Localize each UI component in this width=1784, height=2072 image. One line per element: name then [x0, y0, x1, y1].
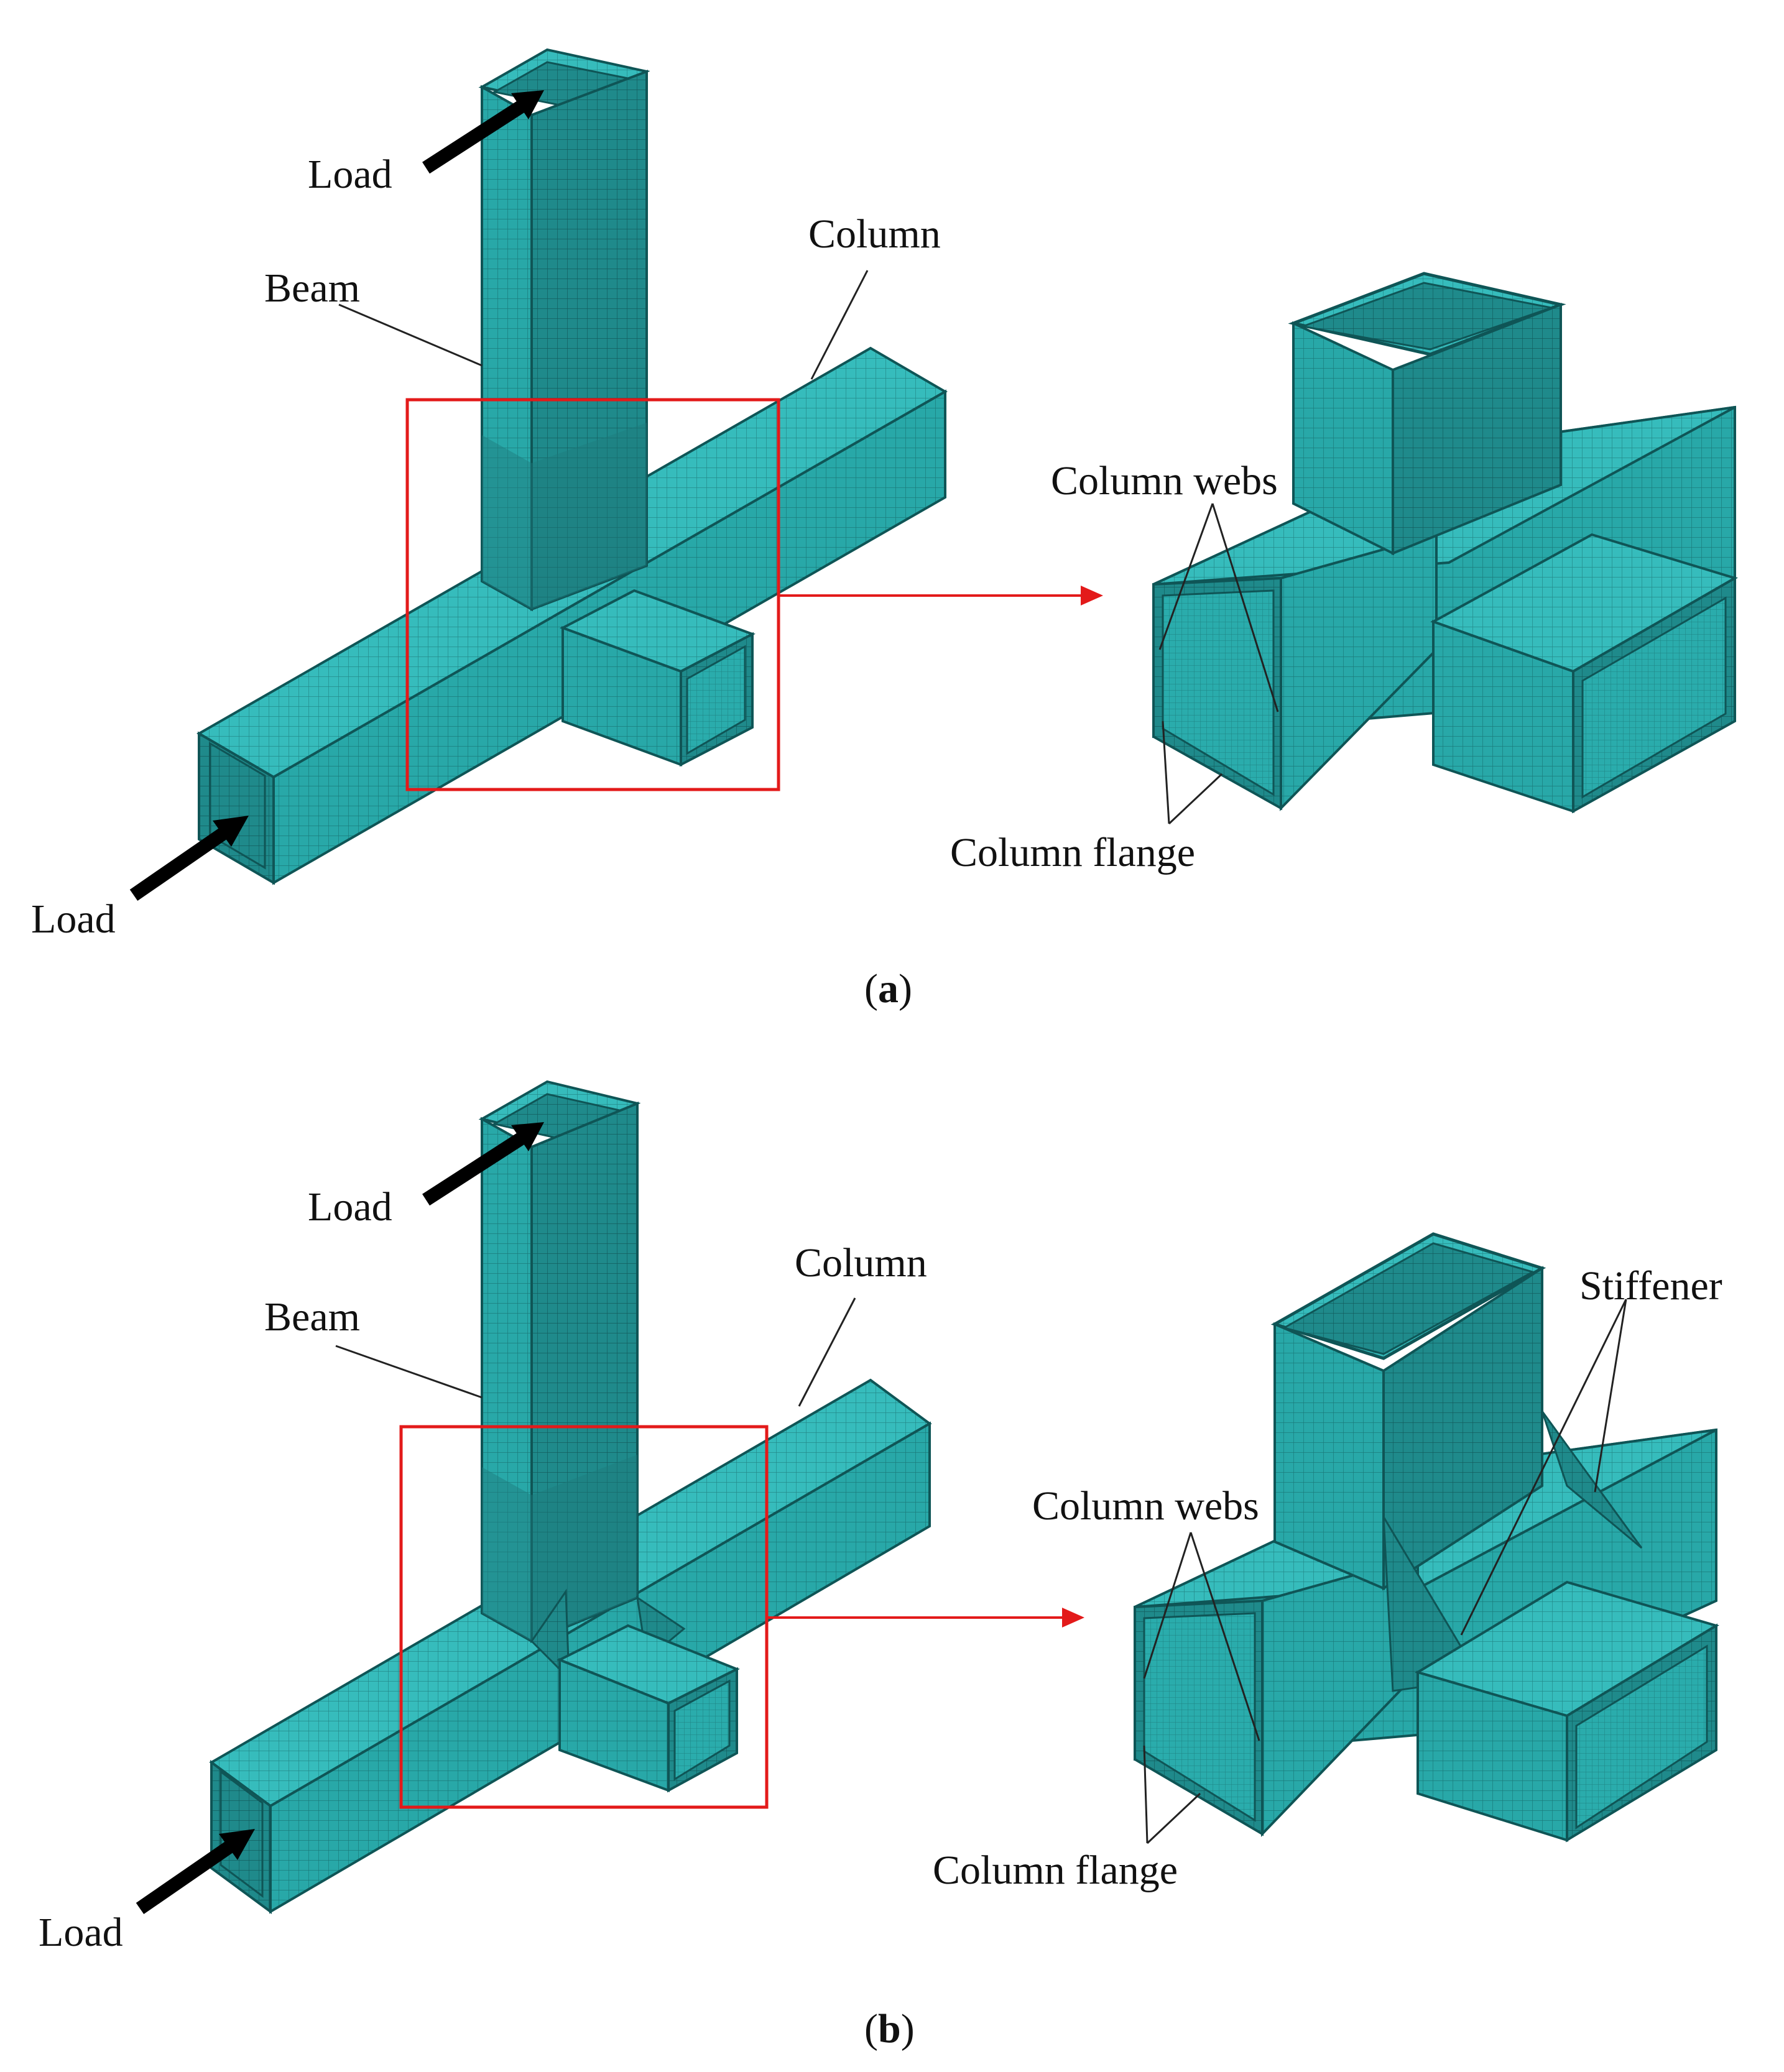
- zoomed-joint-b: [1134, 1232, 1719, 1843]
- load-arrow-top-b: [422, 1122, 544, 1206]
- label-beam: Beam: [264, 265, 360, 311]
- zoomed-joint-a: [1152, 272, 1738, 814]
- flange-leaders-b: [1143, 1745, 1201, 1844]
- beam-stub-b: [557, 1624, 740, 1793]
- load-arrow-bottom-b: [136, 1829, 255, 1915]
- label-load-top-b: Load: [308, 1184, 392, 1230]
- stiffener-leaders-b: [1460, 1299, 1627, 1636]
- load-arrow-top: [422, 90, 544, 174]
- column-leader-b: [798, 1297, 856, 1407]
- caption-b: (b): [864, 2006, 915, 2051]
- label-load-bottom-b: Load: [39, 1910, 123, 1955]
- label-load-top: Load: [308, 152, 392, 197]
- label-column-flange-b: Column flange: [933, 1848, 1178, 1893]
- column-leader: [810, 270, 869, 380]
- panel-b: Load Beam Column Load: [39, 1080, 1722, 2051]
- label-column-b: Column: [795, 1240, 927, 1286]
- label-load-bottom: Load: [31, 896, 116, 942]
- label-column-flange: Column flange: [950, 830, 1195, 875]
- panel-a: Load Beam Column Load: [31, 48, 1738, 1011]
- beam-stub: [560, 589, 756, 767]
- caption-a: (a): [864, 966, 912, 1011]
- beam-leader-b: [335, 1345, 483, 1399]
- label-column: Column: [808, 211, 941, 257]
- beam-member: [478, 48, 650, 612]
- label-column-webs: Column webs: [1051, 458, 1278, 504]
- label-beam-b: Beam: [264, 1294, 360, 1340]
- flange-leaders-a: [1162, 721, 1223, 825]
- webs-leaders-b: [1143, 1532, 1260, 1741]
- label-column-webs-b: Column webs: [1032, 1483, 1259, 1529]
- webs-leaders-a: [1158, 503, 1279, 712]
- label-stiffener: Stiffener: [1579, 1263, 1722, 1309]
- load-arrow-bottom: [129, 816, 249, 901]
- beam-leader: [338, 303, 483, 367]
- beam-member-b: [478, 1080, 641, 1644]
